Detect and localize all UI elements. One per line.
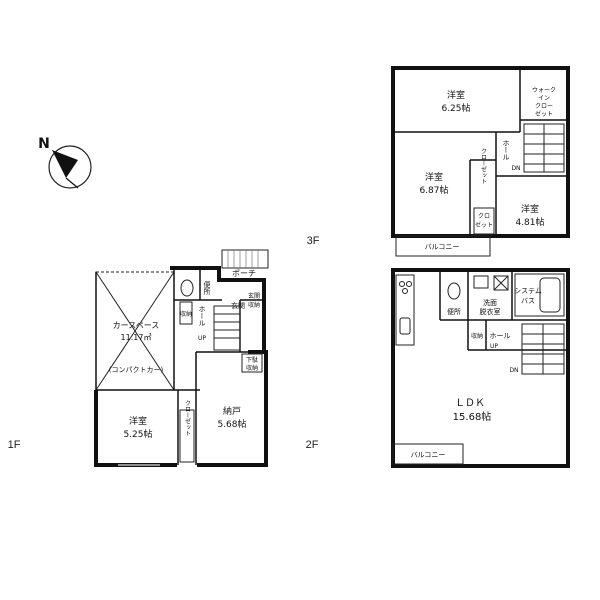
ldk-label: ＬＤＫ — [455, 398, 485, 409]
floor2-storage-label: 収納 — [471, 332, 483, 340]
compass-north-label: N — [38, 136, 50, 152]
room-b-label: 洋室 — [425, 171, 443, 183]
toilet-label: 便所 — [203, 280, 211, 296]
floor2-toilet-icon — [447, 282, 461, 300]
floor3-balcony-label: バルコニー — [425, 243, 460, 251]
floor1-western-room-area: 5.25帖 — [123, 428, 152, 440]
floor3-closet-label: クローゼット — [480, 148, 487, 184]
floor1-closet-label: クローゼット — [184, 400, 191, 436]
shoe-storage — [241, 353, 263, 373]
walk-in-label-3: クロー — [535, 103, 553, 110]
stove-burner-icon — [399, 281, 405, 287]
compass-tail — [65, 177, 79, 189]
porch-label: ポーチ — [232, 269, 256, 278]
storage-label: 収納 — [180, 310, 192, 318]
washing-machine-icon — [493, 275, 509, 291]
floor1-wall-left-bottom — [94, 390, 177, 467]
room-c-label: 洋室 — [521, 203, 539, 215]
floor-label-1f: 1F — [8, 439, 21, 451]
shoe-storage-label-1: 下駄 — [246, 356, 258, 364]
floor2-balcony — [392, 443, 464, 465]
kitchen-counter — [395, 274, 415, 346]
floor3-small-closet-label-1: クロ — [478, 213, 490, 220]
floor-label-3f: 3F — [307, 235, 320, 247]
bath-label-2: バス — [521, 297, 535, 305]
storage-closet — [179, 301, 193, 325]
porch-steps — [221, 249, 269, 269]
bath-label-1: システム — [514, 287, 542, 295]
car-space-note: (コンパクトカー) — [109, 366, 164, 374]
compass: N — [38, 136, 92, 189]
floor3-dn-label: DN — [511, 165, 520, 172]
storeroom-area: 5.68帖 — [217, 418, 246, 430]
floor3-small-closet-label-2: ゼット — [475, 221, 493, 229]
walk-in-label-4: ゼット — [535, 110, 553, 118]
floor3-stairs — [523, 123, 565, 173]
floor1-western-room-label: 洋室 — [129, 415, 147, 427]
bathtub — [514, 273, 565, 317]
floor2-toilet-label: 便所 — [447, 307, 461, 316]
washroom-label-2: 脱衣室 — [480, 307, 501, 316]
floor1-closet — [179, 409, 195, 463]
floor2-hall-label: ホール — [490, 332, 511, 340]
floor2-dn-label: DN — [509, 367, 518, 374]
compass-arrow-icon — [52, 150, 78, 178]
room-a-label: 洋室 — [447, 89, 465, 101]
walk-in-label-1: ウォーク — [532, 86, 556, 94]
entrance-storage-label-1: 玄関 — [248, 292, 260, 300]
car-space-area: 11.17㎡ — [121, 333, 152, 342]
ldk-area: 15.68帖 — [453, 410, 492, 423]
floor-3-plan: バルコニー 洋室 6.25帖 ウォーク イン クロー ゼット ホール DN 洋室… — [391, 66, 570, 257]
floor1-wall-right — [197, 350, 268, 467]
floor3-hall-label: ホール — [502, 140, 510, 161]
room-a-area: 6.25帖 — [441, 102, 470, 114]
floor2-outer-wall — [391, 268, 570, 468]
car-space-cross-2 — [95, 271, 175, 391]
floor-1-plan: カースペース 11.17㎡ (コンパクトカー) ポーチ 便所 玄関 玄関 収納 … — [94, 249, 269, 467]
room-b-area: 6.87帖 — [419, 184, 448, 196]
floor2-balcony-label: バルコニー — [411, 451, 446, 459]
floor2-stairs — [521, 323, 565, 375]
floor1-wall-top — [170, 266, 266, 350]
entrance-storage-label-2: 収納 — [248, 301, 260, 309]
floor-2-plan: バルコニー 便所 洗面 脱衣室 システム バス 収納 ホール — [391, 268, 570, 468]
shoe-storage-label-2: 収納 — [246, 364, 258, 372]
room-c-area: 4.81帖 — [515, 216, 544, 228]
washroom-label-1: 洗面 — [483, 298, 497, 307]
floor2-up-label: UP — [490, 343, 498, 350]
floor3-small-closet — [473, 207, 495, 235]
bathtub-basin-icon — [539, 277, 561, 313]
hall-label: ホール — [198, 306, 206, 327]
toilet-fixture-icon — [180, 279, 194, 297]
stairs-up-label: UP — [198, 335, 206, 342]
storeroom-label: 納戸 — [223, 405, 241, 417]
wash-basin-icon — [473, 275, 489, 289]
kitchen-sink-icon — [399, 317, 411, 335]
floor-label-2f: 2F — [306, 439, 319, 451]
car-space-label: カースペース — [113, 321, 160, 330]
floor3-balcony — [395, 235, 491, 257]
floor1-stairs — [213, 305, 241, 351]
walk-in-label-2: イン — [538, 95, 550, 102]
